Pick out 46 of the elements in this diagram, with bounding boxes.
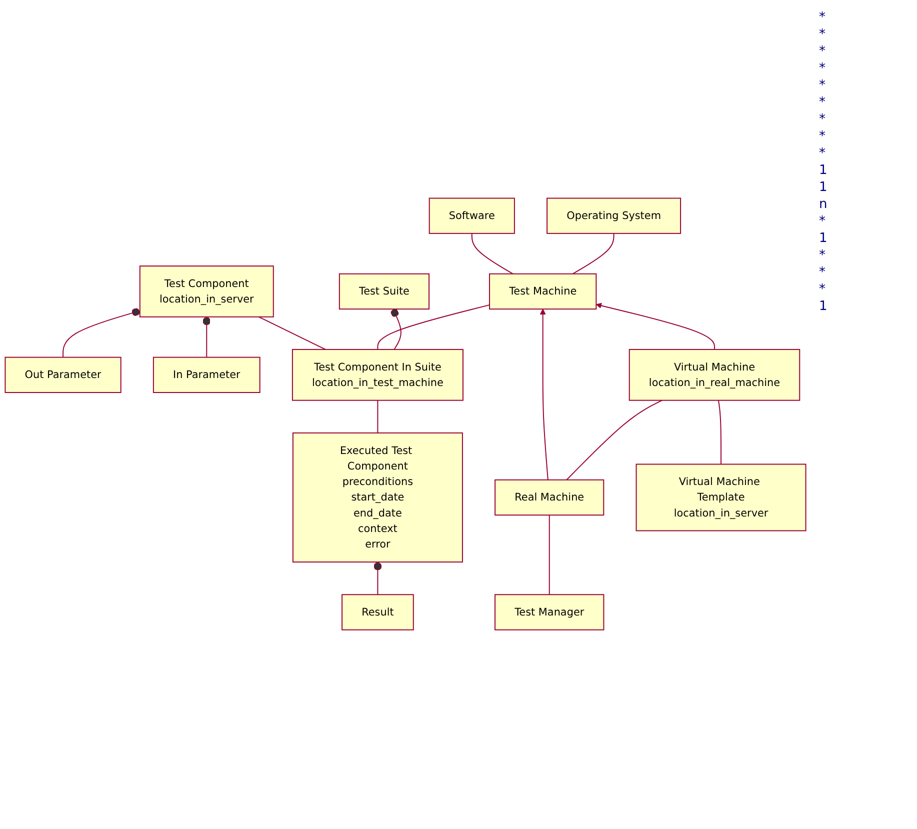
node-box: Real Machine bbox=[494, 480, 604, 516]
multiplicity-label: 1 bbox=[819, 163, 828, 178]
multiplicity-label: * bbox=[819, 61, 826, 76]
multiplicity-label: * bbox=[819, 27, 826, 42]
arrow bbox=[596, 303, 715, 350]
node-box: Software bbox=[428, 198, 515, 234]
node-box: Out Parameter bbox=[4, 357, 122, 394]
multiplicity-label: * bbox=[819, 248, 826, 263]
node-box: Test Component location_in_server bbox=[139, 266, 274, 318]
multiplicity-label: n bbox=[819, 197, 828, 212]
node-box: Test Machine bbox=[489, 274, 597, 310]
connector bbox=[718, 400, 722, 466]
connector bbox=[258, 316, 326, 350]
connector bbox=[390, 309, 402, 350]
connector bbox=[374, 562, 382, 596]
multiplicity-label: 1 bbox=[819, 299, 828, 314]
connector bbox=[548, 515, 550, 596]
multiplicity-label: * bbox=[819, 129, 826, 144]
node-box: Virtual Machine Template location_in_server bbox=[636, 464, 806, 532]
multiplicity-label: 1 bbox=[819, 231, 828, 246]
connector bbox=[572, 233, 614, 275]
node-box: Operating System bbox=[546, 198, 682, 234]
connector bbox=[471, 233, 514, 275]
multiplicity-label: * bbox=[819, 214, 826, 229]
connector bbox=[566, 400, 663, 481]
node-box: Test Component In Suite location_in_test_machine bbox=[292, 349, 464, 402]
node-box: In Parameter bbox=[152, 357, 260, 394]
multiplicity-label: 1 bbox=[819, 180, 828, 195]
node-box: Test Manager bbox=[494, 594, 604, 631]
connector bbox=[377, 304, 490, 350]
multiplicity-label: * bbox=[819, 265, 826, 280]
connector bbox=[202, 316, 211, 358]
node-box: Virtual Machine location_in_real_machine bbox=[628, 349, 800, 402]
connector bbox=[377, 400, 378, 434]
node-box: Result bbox=[342, 594, 414, 631]
multiplicity-label: * bbox=[819, 78, 826, 93]
multiplicity-label: * bbox=[819, 112, 826, 127]
node-box: Executed Test Component preconditions start_date end_date context error bbox=[292, 432, 463, 563]
multiplicity-label: * bbox=[819, 10, 826, 25]
arrow bbox=[540, 309, 548, 481]
multiplicity-label: * bbox=[819, 146, 826, 161]
connector bbox=[62, 308, 140, 358]
multiplicity-label: * bbox=[819, 282, 826, 297]
multiplicity-label: * bbox=[819, 95, 826, 110]
multiplicity-label: * bbox=[819, 44, 826, 59]
node-box: Test Suite bbox=[338, 274, 430, 310]
